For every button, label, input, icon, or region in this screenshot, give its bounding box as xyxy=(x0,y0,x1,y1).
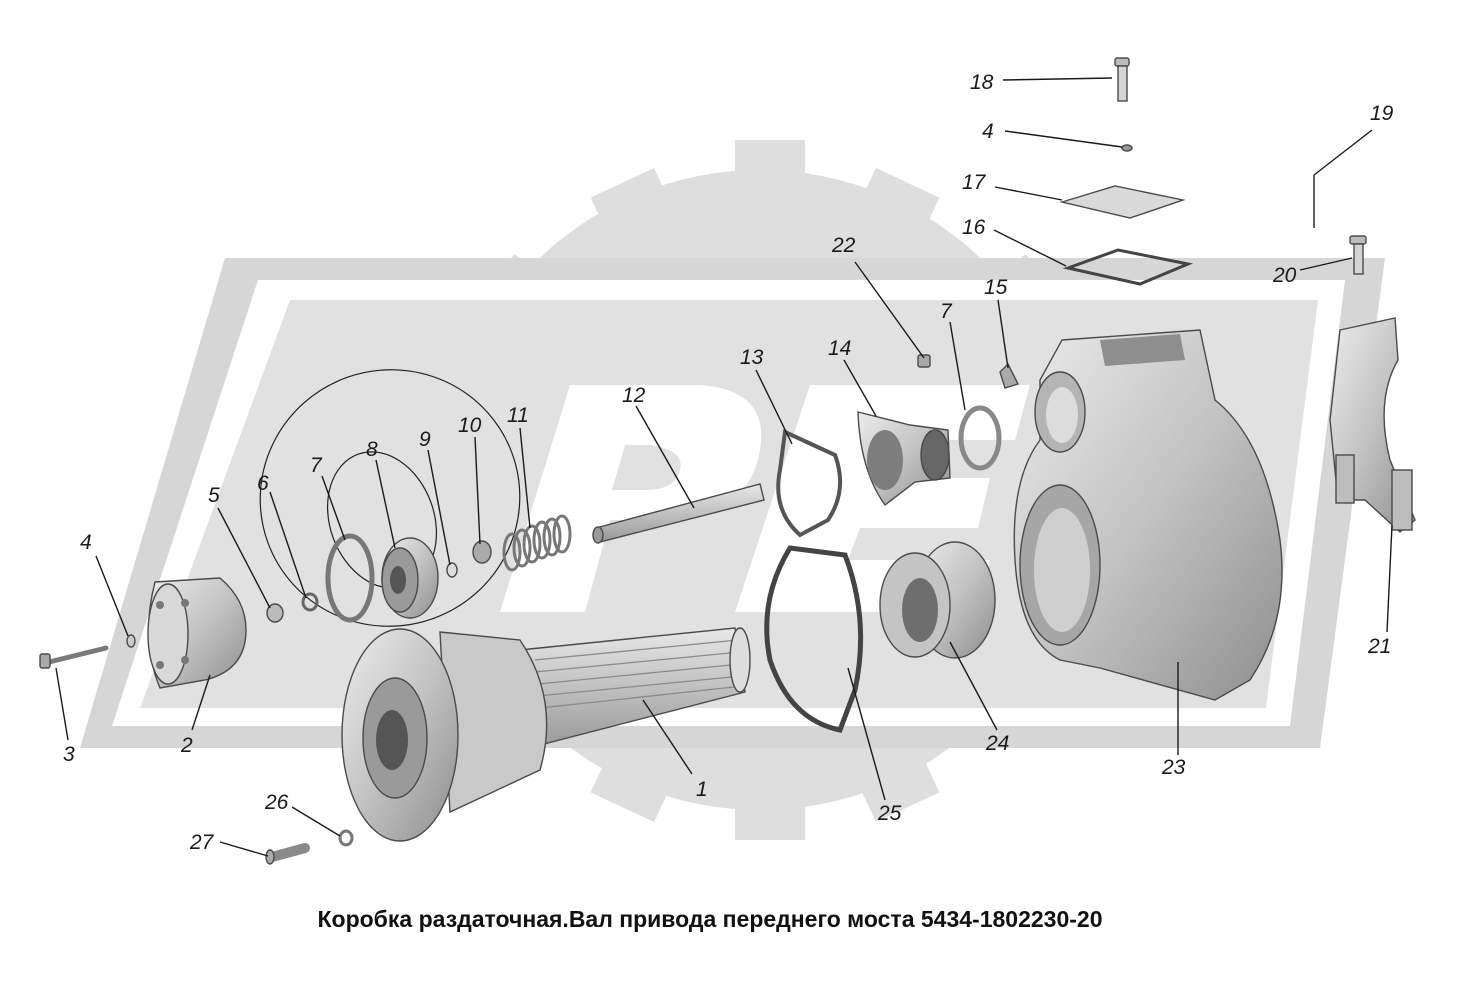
part-23-housing xyxy=(1013,329,1283,701)
callout-16: 16 xyxy=(962,216,986,239)
part-13-gasket xyxy=(776,429,843,538)
part-15-clip xyxy=(999,362,1019,389)
callout-14: 14 xyxy=(828,337,851,360)
part-8-bearing xyxy=(381,537,439,619)
part-18-bolt xyxy=(1114,57,1130,102)
callout-26: 26 xyxy=(264,791,289,814)
part-6-ring xyxy=(301,592,319,612)
callout-1: 1 xyxy=(696,778,708,801)
part-27-bolt xyxy=(265,843,310,865)
callout-19: 19 xyxy=(1370,102,1394,125)
callout-24: 24 xyxy=(985,732,1009,755)
part-14-cover xyxy=(857,411,951,506)
part-20-bolt xyxy=(1349,235,1367,275)
part-7-seal-ring xyxy=(325,533,375,623)
callout-2: 2 xyxy=(180,734,193,757)
callout-17: 17 xyxy=(962,171,987,194)
callout-7-left: 7 xyxy=(310,454,323,477)
callout-23: 23 xyxy=(1161,756,1186,779)
callout-5: 5 xyxy=(208,484,220,507)
callout-20: 20 xyxy=(1272,264,1297,287)
part-9-ring xyxy=(446,562,458,578)
part-16-gasket xyxy=(1062,248,1194,286)
part-2-bearing-cap xyxy=(147,577,247,689)
part-5-ring xyxy=(266,603,284,623)
part-17-cover-plate xyxy=(1059,185,1186,219)
callout-labels: 1 2 3 4 5 6 7 8 9 10 11 12 13 14 7 15 16… xyxy=(63,71,1394,854)
part-12-rod xyxy=(592,483,765,544)
part-4-washer xyxy=(126,634,136,648)
part-3-bolt xyxy=(39,645,109,669)
part-4-washer-top xyxy=(1121,144,1133,152)
callout-4-left: 4 xyxy=(80,531,92,554)
callout-9: 9 xyxy=(419,428,431,451)
callout-21: 21 xyxy=(1367,635,1391,658)
part-1-drive-shaft xyxy=(341,627,751,842)
part-7-seal-ring-right xyxy=(958,405,1002,471)
diagram-caption: Коробка раздаточная.Вал привода переднег… xyxy=(317,906,1103,932)
callout-13: 13 xyxy=(740,346,764,369)
part-26-washer xyxy=(338,829,354,847)
callout-12: 12 xyxy=(622,384,646,407)
part-25-gasket xyxy=(764,545,864,733)
callout-7-right: 7 xyxy=(940,300,953,323)
callout-15: 15 xyxy=(984,276,1008,299)
part-10-washer xyxy=(472,540,492,564)
callout-3: 3 xyxy=(63,743,75,766)
callout-22: 22 xyxy=(831,234,856,257)
leader-lines xyxy=(55,77,1393,857)
callout-4-top: 4 xyxy=(982,120,994,143)
callout-18: 18 xyxy=(970,71,994,94)
callout-10: 10 xyxy=(458,414,482,437)
callout-11: 11 xyxy=(507,404,529,427)
part-11-spring xyxy=(502,514,572,572)
callout-8: 8 xyxy=(366,438,378,461)
callout-25: 25 xyxy=(877,802,902,825)
part-21-shift-fork xyxy=(1329,317,1416,533)
callout-27: 27 xyxy=(189,831,215,854)
part-22-plug xyxy=(917,354,931,368)
callout-6: 6 xyxy=(257,472,269,495)
part-24-clutch-gear xyxy=(879,541,996,659)
